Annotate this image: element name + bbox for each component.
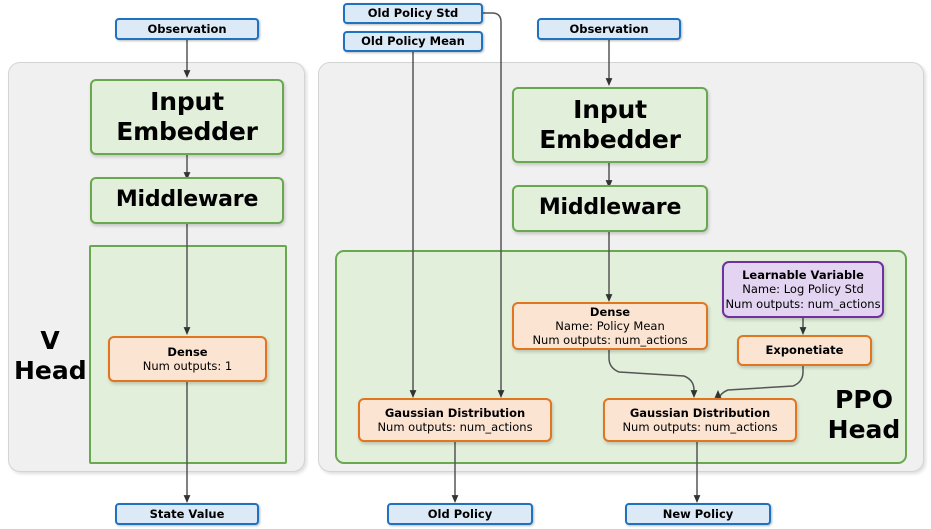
v-head-label-line2: Head [14,355,87,385]
ppo-head-label-line2: Head [827,414,901,444]
module-middleware-ppo-head-label: Middleware [538,195,682,221]
op-dense-policy-mean-line1: Name: Policy Mean [555,318,665,333]
variable-log-policy-std-title: Learnable Variable [742,268,864,283]
module-middleware-v-head-label: Middleware [115,187,259,213]
op-gaussian-distribution-new-line1: Num outputs: num_actions [622,420,778,434]
input-observation-v-head-label: Observation [147,21,227,36]
op-dense-policy-mean[interactable]: Dense Name: Policy Mean Num outputs: num… [512,302,708,350]
variable-log-policy-std-line1: Name: Log Policy Std [742,282,864,297]
output-state-value-label: State Value [149,506,225,521]
module-input-embedder-ppo-head[interactable]: Input Embedder [512,87,708,163]
v-head-label-line1: V [40,326,60,355]
ppo-head-label-line1: PPO [835,385,893,414]
op-dense-v-head-line1: Num outputs: 1 [142,359,233,373]
op-gaussian-distribution-old[interactable]: Gaussian Distribution Num outputs: num_a… [358,398,552,442]
output-old-policy[interactable]: Old Policy [387,503,533,525]
op-gaussian-distribution-new[interactable]: Gaussian Distribution Num outputs: num_a… [603,398,797,442]
module-middleware-v-head[interactable]: Middleware [90,177,284,224]
op-exponetiate[interactable]: Exponetiate [737,335,872,366]
module-input-embedder-v-head-label: Input Embedder [116,86,258,147]
op-gaussian-distribution-old-line1: Num outputs: num_actions [377,420,533,434]
input-old-policy-std[interactable]: Old Policy Std [343,3,483,24]
op-dense-v-head-title: Dense [167,344,208,359]
output-old-policy-label: Old Policy [427,506,493,521]
variable-log-policy-std[interactable]: Learnable Variable Name: Log Policy Std … [722,261,884,318]
output-new-policy[interactable]: New Policy [625,503,771,525]
input-observation-ppo-head-label: Observation [569,21,649,36]
input-old-policy-mean[interactable]: Old Policy Mean [343,31,483,52]
module-input-embedder-ppo-head-label: Input Embedder [539,94,681,155]
v-head-label: V Head [14,326,87,385]
input-observation-ppo-head[interactable]: Observation [537,18,681,40]
input-old-policy-mean-label: Old Policy Mean [361,34,465,49]
module-middleware-ppo-head[interactable]: Middleware [512,185,708,232]
module-input-embedder-v-head[interactable]: Input Embedder [90,79,284,155]
output-state-value[interactable]: State Value [115,503,259,525]
input-observation-v-head[interactable]: Observation [115,18,259,40]
op-exponetiate-title: Exponetiate [765,343,844,358]
output-new-policy-label: New Policy [662,506,734,521]
op-dense-policy-mean-line2: Num outputs: num_actions [532,333,688,347]
op-gaussian-distribution-new-title: Gaussian Distribution [629,405,771,420]
op-gaussian-distribution-old-title: Gaussian Distribution [384,405,526,420]
variable-log-policy-std-line2: Num outputs: num_actions [725,296,881,311]
ppo-head-label: PPO Head [818,385,910,444]
op-dense-policy-mean-title: Dense [589,304,631,319]
op-dense-v-head[interactable]: Dense Num outputs: 1 [108,336,267,382]
input-old-policy-std-label: Old Policy Std [367,6,459,21]
